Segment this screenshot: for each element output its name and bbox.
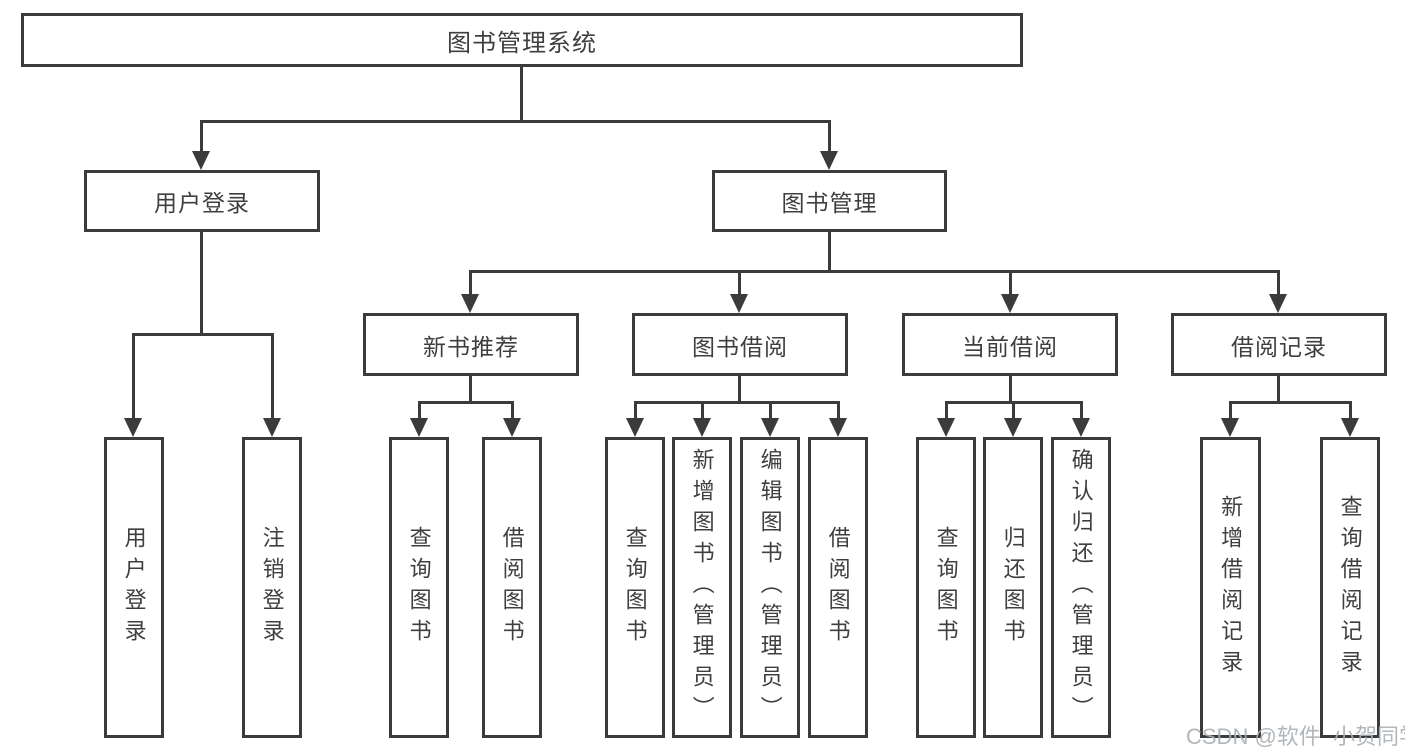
leaf-label: 归还图书	[1000, 525, 1026, 650]
arrow-down-icon	[1221, 418, 1239, 437]
node-label: 新书推荐	[423, 333, 519, 360]
leaf-label: 新增借阅记录	[1218, 494, 1244, 681]
connector-line	[634, 401, 840, 404]
connector-line	[418, 401, 514, 404]
node-label: 图书借阅	[692, 333, 788, 360]
leaf-label: 借阅图书	[499, 525, 525, 650]
connector-line	[1277, 270, 1280, 296]
arrow-down-icon	[263, 418, 281, 437]
leaf-edit-books-admin: 编辑图书（管理员）	[740, 437, 800, 738]
arrow-down-icon	[730, 294, 748, 313]
connector-line	[469, 270, 472, 296]
arrow-down-icon	[124, 418, 142, 437]
connector-line	[634, 401, 637, 421]
leaf-logout: 注销登录	[242, 437, 302, 738]
leaf-label: 用户登录	[121, 525, 147, 650]
arrow-down-icon	[192, 151, 210, 170]
leaf-label: 编辑图书（管理员）	[757, 448, 783, 727]
connector-line	[1349, 401, 1352, 421]
arrow-down-icon	[1001, 294, 1019, 313]
node-book-borrowing: 图书借阅	[632, 313, 848, 376]
leaf-label: 借阅图书	[825, 525, 851, 650]
connector-line	[1229, 401, 1351, 404]
connector-line	[1080, 401, 1083, 421]
leaf-return-books: 归还图书	[983, 437, 1043, 738]
node-label: 图书管理系统	[447, 29, 597, 57]
node-user-login: 用户登录	[84, 170, 320, 232]
connector-line	[271, 333, 274, 419]
connector-line	[738, 270, 741, 296]
connector-line	[520, 66, 523, 121]
connector-line	[701, 401, 704, 421]
node-current-borrowing: 当前借阅	[902, 313, 1118, 376]
arrow-down-icon	[461, 294, 479, 313]
arrow-down-icon	[1004, 418, 1022, 437]
arrow-down-icon	[1341, 418, 1359, 437]
connector-line	[828, 232, 831, 273]
node-book-management: 图书管理	[712, 170, 947, 232]
connector-line	[132, 333, 274, 336]
arrow-down-icon	[1072, 418, 1090, 437]
leaf-add-borrow-record: 新增借阅记录	[1200, 437, 1261, 738]
leaf-label: 查询图书	[933, 525, 959, 650]
connector-line	[469, 376, 472, 403]
arrow-down-icon	[820, 151, 838, 170]
watermark-csdn: CSDN @软件_小贺同学	[1186, 724, 1405, 747]
arrow-down-icon	[1269, 294, 1287, 313]
connector-line	[828, 120, 831, 154]
leaf-label: 注销登录	[259, 525, 285, 650]
connector-line	[469, 270, 1280, 273]
leaf-label: 查询图书	[406, 525, 432, 650]
leaf-label: 新增图书（管理员）	[689, 448, 715, 727]
arrow-down-icon	[410, 418, 428, 437]
leaf-confirm-return-admin: 确认归还（管理员）	[1051, 437, 1111, 738]
leaf-query-books: 查询图书	[389, 437, 449, 738]
arrow-down-icon	[626, 418, 644, 437]
connector-line	[1229, 401, 1232, 421]
connector-line	[1012, 401, 1015, 421]
connector-line	[1009, 270, 1012, 296]
leaf-borrow-books: 借阅图书	[482, 437, 542, 738]
connector-line	[837, 401, 840, 421]
arrow-down-icon	[693, 418, 711, 437]
leaf-query-books: 查询图书	[916, 437, 976, 738]
connector-line	[511, 401, 514, 421]
connector-line	[945, 401, 948, 421]
arrow-down-icon	[761, 418, 779, 437]
connector-line	[769, 401, 772, 421]
connector-line	[200, 120, 203, 154]
leaf-label: 确认归还（管理员）	[1068, 448, 1094, 727]
leaf-user-login: 用户登录	[104, 437, 164, 738]
connector-line	[738, 376, 741, 403]
arrow-down-icon	[937, 418, 955, 437]
connector-line	[200, 120, 831, 123]
leaf-query-books: 查询图书	[605, 437, 665, 738]
leaf-label: 查询借阅记录	[1337, 494, 1363, 681]
leaf-add-books-admin: 新增图书（管理员）	[672, 437, 732, 738]
node-label: 借阅记录	[1231, 333, 1327, 360]
leaf-borrow-books: 借阅图书	[808, 437, 868, 738]
node-label: 用户登录	[154, 190, 250, 216]
arrow-down-icon	[503, 418, 521, 437]
leaf-query-borrow-record: 查询借阅记录	[1320, 437, 1380, 738]
node-label: 当前借阅	[962, 333, 1058, 360]
connector-line	[132, 333, 135, 419]
connector-line	[1277, 376, 1280, 403]
connector-line	[418, 401, 421, 421]
node-borrowing-records: 借阅记录	[1171, 313, 1387, 376]
connector-line	[1009, 376, 1012, 403]
leaf-label: 查询图书	[622, 525, 648, 650]
node-label: 图书管理	[781, 190, 878, 216]
arrow-down-icon	[829, 418, 847, 437]
connector-line	[200, 232, 203, 335]
node-new-book-recommend: 新书推荐	[363, 313, 579, 376]
node-library-system: 图书管理系统	[21, 13, 1023, 67]
